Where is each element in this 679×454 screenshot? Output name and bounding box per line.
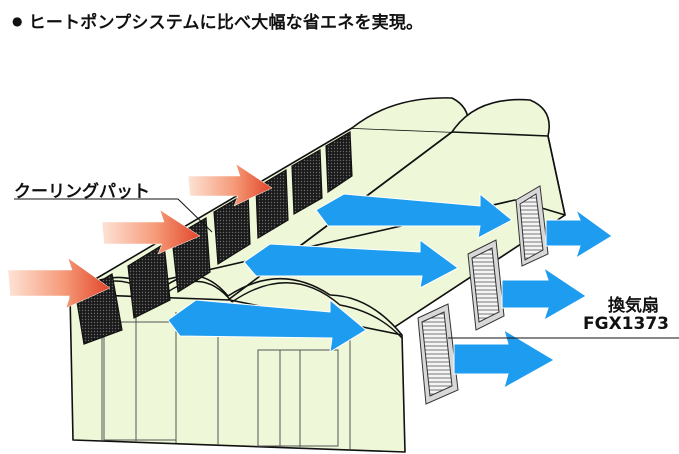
airflow-arrow-back	[315, 192, 513, 239]
cooling-pad-6	[291, 148, 323, 216]
cooling-pad-2	[127, 242, 171, 319]
headline: ● ヒートポンプシステムに比べ大幅な省エネを実現。	[12, 8, 423, 33]
exhaust-fans	[417, 185, 549, 405]
cooling-pad-panels	[75, 130, 353, 345]
exhaust-arrow-3	[453, 328, 555, 390]
airflow-arrow-front	[167, 298, 367, 353]
warm-air-arrow-2	[101, 209, 201, 255]
exhaust-arrow-1	[545, 208, 613, 260]
warm-air-arrows	[7, 163, 273, 309]
exhaust-fan-2	[467, 239, 505, 331]
warm-air-arrow-1	[7, 257, 111, 309]
airflow-arrow-middle	[243, 239, 459, 289]
exhaust-fan-model-label: FGX1373	[583, 314, 669, 334]
exhaust-fan-label: 換気扇	[608, 296, 659, 316]
exhaust-fan-3	[417, 303, 459, 405]
leader-lines	[14, 198, 679, 339]
exhaust-arrows	[453, 208, 613, 390]
bullet-icon: ●	[12, 13, 23, 28]
warm-air-arrow-3	[187, 163, 273, 207]
cooling-pad-label: クーリングパット	[14, 182, 150, 202]
front-wall-panels	[101, 312, 351, 449]
cooling-pad-7	[325, 130, 353, 194]
airflow-arrows	[167, 192, 513, 353]
headline-text: ヒートポンプシステムに比べ大幅な省エネを実現。	[28, 13, 424, 33]
exhaust-arrow-2	[501, 266, 587, 322]
exhaust-fan-1	[515, 185, 549, 267]
